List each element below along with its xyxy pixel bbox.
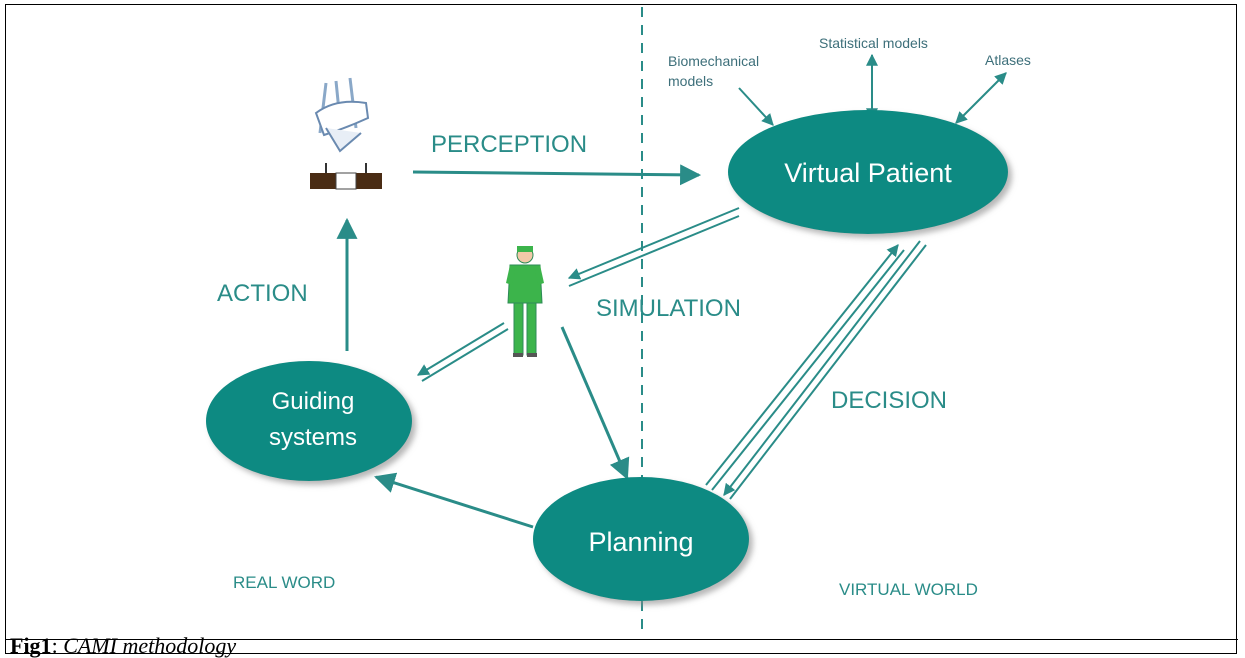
perception-arrow — [412, 164, 702, 186]
operating-table-patient-icon — [310, 77, 382, 190]
atlases-arrow — [955, 72, 1007, 124]
action-label: ACTION — [217, 280, 308, 307]
cami-diagram: Virtual Patient Guiding systems Planning — [206, 7, 1031, 635]
surgeon-to-planning-arrow — [560, 326, 630, 480]
decision-arrow-down-1 — [723, 240, 921, 496]
guiding-systems-node: Guiding systems — [206, 361, 412, 481]
biomechanical-label-line1: Biomechanical — [668, 53, 759, 69]
statistical-models-label: Statistical models — [819, 35, 928, 51]
decision-label: DECISION — [831, 387, 947, 414]
perception-label: PERCEPTION — [431, 131, 587, 158]
figure-frame: Virtual Patient Guiding systems Planning — [5, 4, 1238, 654]
guiding-label-line1: Guiding — [272, 388, 355, 415]
planning-node: Planning — [533, 477, 749, 601]
biomechanical-label-line2: models — [668, 73, 713, 89]
caption-separator: : — [51, 633, 64, 658]
planning-to-guiding-arrow — [373, 472, 534, 529]
virtual-world-label: VIRTUAL WORLD — [839, 580, 978, 599]
guiding-label-line2: systems — [269, 424, 357, 451]
surgeon-figure-icon — [506, 246, 544, 357]
planning-label: Planning — [588, 527, 693, 557]
simulation-label: SIMULATION — [596, 295, 741, 322]
decision-arrow-up-2 — [711, 249, 905, 491]
surgeon-to-guiding-arrow-2 — [421, 328, 509, 382]
caption-text: CAMI methodology — [63, 633, 237, 658]
caption-divider — [6, 639, 1238, 640]
virtual-patient-node: Virtual Patient — [728, 110, 1008, 234]
surgeon-to-guiding-arrow-1 — [416, 322, 505, 376]
biomechanical-arrow — [738, 87, 774, 126]
caption-prefix: Fig1 — [10, 633, 52, 658]
virtual-patient-label: Virtual Patient — [784, 158, 952, 188]
simulation-arrow-1 — [567, 207, 740, 280]
simulation-arrow-2 — [568, 215, 740, 287]
real-word-label: REAL WORD — [233, 573, 335, 592]
decision-arrow-down-2 — [729, 244, 927, 500]
atlases-label: Atlases — [985, 52, 1031, 68]
figure-caption: Fig1: CAMI methodology — [10, 634, 236, 658]
decision-arrow-up-1 — [705, 244, 899, 486]
